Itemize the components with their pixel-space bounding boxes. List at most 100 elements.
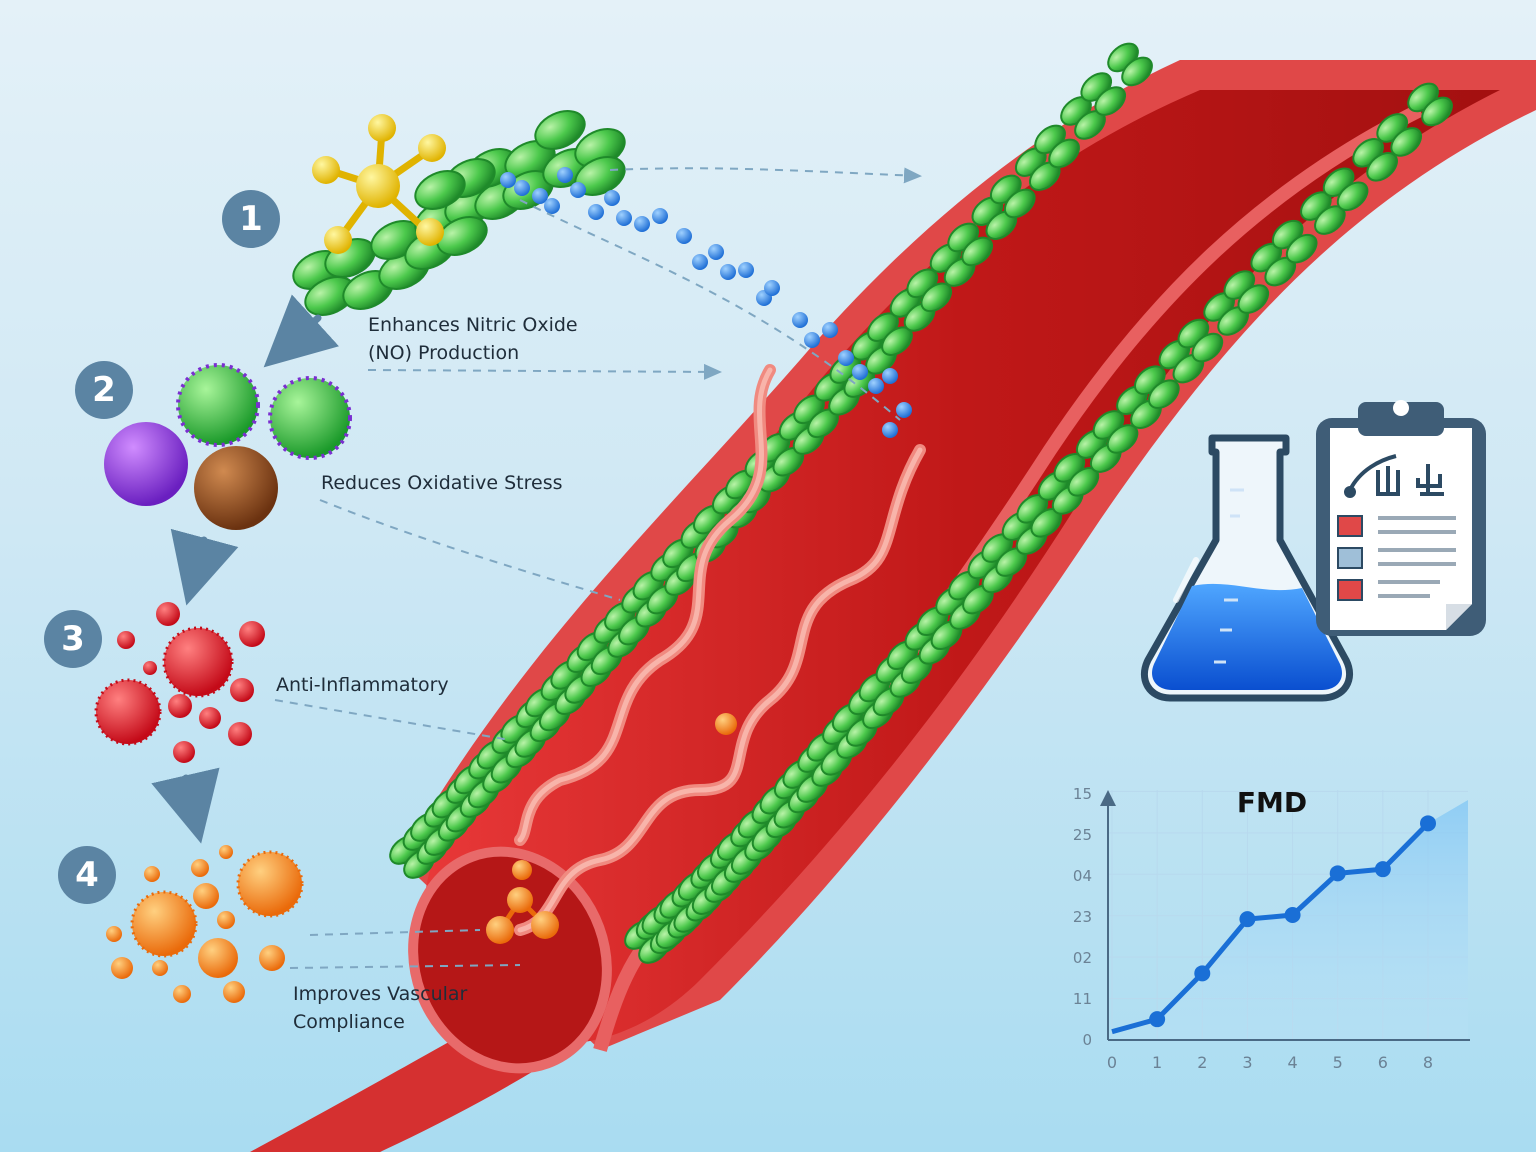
no-molecule bbox=[720, 264, 736, 280]
chart-x-tick-label: 4 bbox=[1287, 1053, 1297, 1072]
step-2-badge: 2 bbox=[75, 361, 133, 419]
chart-point bbox=[1374, 861, 1391, 878]
endothelial-cell-cluster bbox=[292, 110, 626, 316]
step-1-label-line1: Enhances Nitric Oxide bbox=[368, 314, 578, 336]
no-molecule bbox=[708, 244, 724, 260]
no-molecule bbox=[634, 216, 650, 232]
elastin-fibers bbox=[514, 364, 926, 936]
endothelial-cell bbox=[920, 282, 953, 313]
no-molecule bbox=[792, 312, 808, 328]
guide-lines bbox=[274, 167, 922, 969]
no-molecule bbox=[557, 167, 573, 183]
endothelial-cell bbox=[534, 110, 586, 150]
no-molecule bbox=[532, 188, 548, 204]
guide-line-no-curve bbox=[519, 199, 901, 421]
flow-arrows bbox=[151, 294, 339, 844]
step-2-label: Reduces Oxidative Stress bbox=[321, 472, 563, 494]
guide-line-no-top bbox=[609, 167, 922, 184]
chart-point bbox=[1284, 907, 1301, 923]
chart-x-tick-label: 1 bbox=[1152, 1053, 1162, 1072]
no-molecule bbox=[838, 350, 854, 366]
endothelial-cell bbox=[1421, 96, 1453, 127]
step-4-label: Improves Vascular Compliance bbox=[293, 980, 467, 1036]
no-molecule bbox=[804, 332, 820, 348]
flask-icon bbox=[1140, 434, 1354, 702]
step-3-label: Anti-Inflammatory bbox=[276, 674, 449, 696]
step-1-label: Enhances Nitric Oxide (NO) Production bbox=[368, 311, 578, 367]
clipboard-icon bbox=[1316, 400, 1486, 636]
step-4-label-line1: Improves Vascular bbox=[293, 983, 468, 1005]
chart-point bbox=[1239, 911, 1256, 928]
inflammation-cluster-icon bbox=[94, 602, 265, 763]
endothelial-cell bbox=[1148, 379, 1180, 409]
chart-x-tick-label: 3 bbox=[1242, 1053, 1252, 1072]
guide-line-step2 bbox=[319, 499, 621, 601]
arrow-2-to-3 bbox=[170, 528, 239, 606]
vessel-lumen bbox=[424, 90, 1500, 1044]
antioxidant-cluster-icon bbox=[104, 363, 352, 530]
endothelial-cell bbox=[1366, 151, 1398, 182]
chart-y-tick-label: 23 bbox=[1073, 908, 1092, 926]
guide-line-step1 bbox=[367, 363, 722, 380]
step-1-badge: 1 bbox=[222, 190, 280, 248]
chart-y-tick-label: 02 bbox=[1073, 949, 1092, 967]
chart-point bbox=[1329, 865, 1346, 882]
guide-line-step4a bbox=[309, 929, 481, 936]
arrow-1-to-2 bbox=[263, 294, 339, 368]
chart-y-tick-label: 04 bbox=[1073, 867, 1092, 885]
no-molecule bbox=[882, 368, 898, 384]
chart-x-tick-label: 5 bbox=[1333, 1053, 1343, 1072]
chart-x-tick-label: 2 bbox=[1197, 1053, 1207, 1072]
no-molecule bbox=[764, 280, 780, 296]
particle-cluster-icon bbox=[106, 845, 304, 1003]
no-molecule bbox=[896, 402, 912, 418]
chart-x-tick-label: 6 bbox=[1378, 1053, 1388, 1072]
endothelial-cell bbox=[1003, 188, 1036, 219]
no-molecule bbox=[616, 210, 632, 226]
chart-y-tick-label: 11 bbox=[1073, 990, 1092, 1008]
arrow-3-to-4 bbox=[151, 767, 220, 844]
endothelial-cell bbox=[1336, 181, 1369, 212]
no-molecule bbox=[738, 262, 754, 278]
endothelial-cell bbox=[436, 216, 488, 256]
orange-molecule bbox=[486, 713, 737, 944]
vessel-cross-section bbox=[408, 846, 612, 1074]
chart-title: FMD bbox=[1237, 786, 1307, 819]
step-3-badge: 3 bbox=[44, 610, 102, 668]
chart-x-tick-label: 0 bbox=[1107, 1053, 1117, 1072]
endothelial-cell bbox=[961, 236, 994, 267]
chart-point bbox=[1149, 1011, 1166, 1028]
no-molecule bbox=[692, 254, 708, 270]
endothelial-cell bbox=[1285, 233, 1318, 264]
chart-y-tick-label: 25 bbox=[1073, 826, 1092, 844]
chart-point bbox=[1420, 815, 1436, 832]
chart-x-ticks: 0 1 2 3 4 5 6 8 bbox=[1107, 1053, 1433, 1072]
chart-points bbox=[1149, 815, 1436, 1028]
no-molecule bbox=[652, 208, 668, 224]
no-molecule bbox=[868, 378, 884, 394]
no-molecule bbox=[604, 190, 620, 206]
no-molecule bbox=[514, 180, 530, 196]
no-molecule bbox=[570, 182, 586, 198]
guide-line-step3 bbox=[274, 699, 511, 741]
endothelial-cell bbox=[1390, 127, 1423, 157]
molecule-icon bbox=[312, 114, 446, 254]
chart-x-tick-label: 8 bbox=[1423, 1053, 1433, 1072]
no-molecule bbox=[544, 198, 560, 214]
endothelial-cell bbox=[1121, 56, 1153, 87]
no-molecule bbox=[852, 364, 868, 380]
chart-y-tick-label: 0 bbox=[1082, 1031, 1092, 1049]
nitric-oxide-molecules bbox=[500, 167, 912, 438]
step-4-label-line2: Compliance bbox=[293, 1011, 405, 1033]
chart-y-axis-arrow bbox=[1100, 790, 1116, 806]
no-molecule bbox=[500, 172, 516, 188]
chart-point bbox=[1194, 965, 1211, 982]
endothelial-cell bbox=[1094, 86, 1127, 116]
endothelial-cell bbox=[1237, 284, 1270, 314]
endothelial-cell bbox=[1048, 138, 1080, 169]
no-molecule bbox=[676, 228, 692, 244]
step-4-badge: 4 bbox=[58, 846, 116, 904]
no-molecule bbox=[822, 322, 838, 338]
